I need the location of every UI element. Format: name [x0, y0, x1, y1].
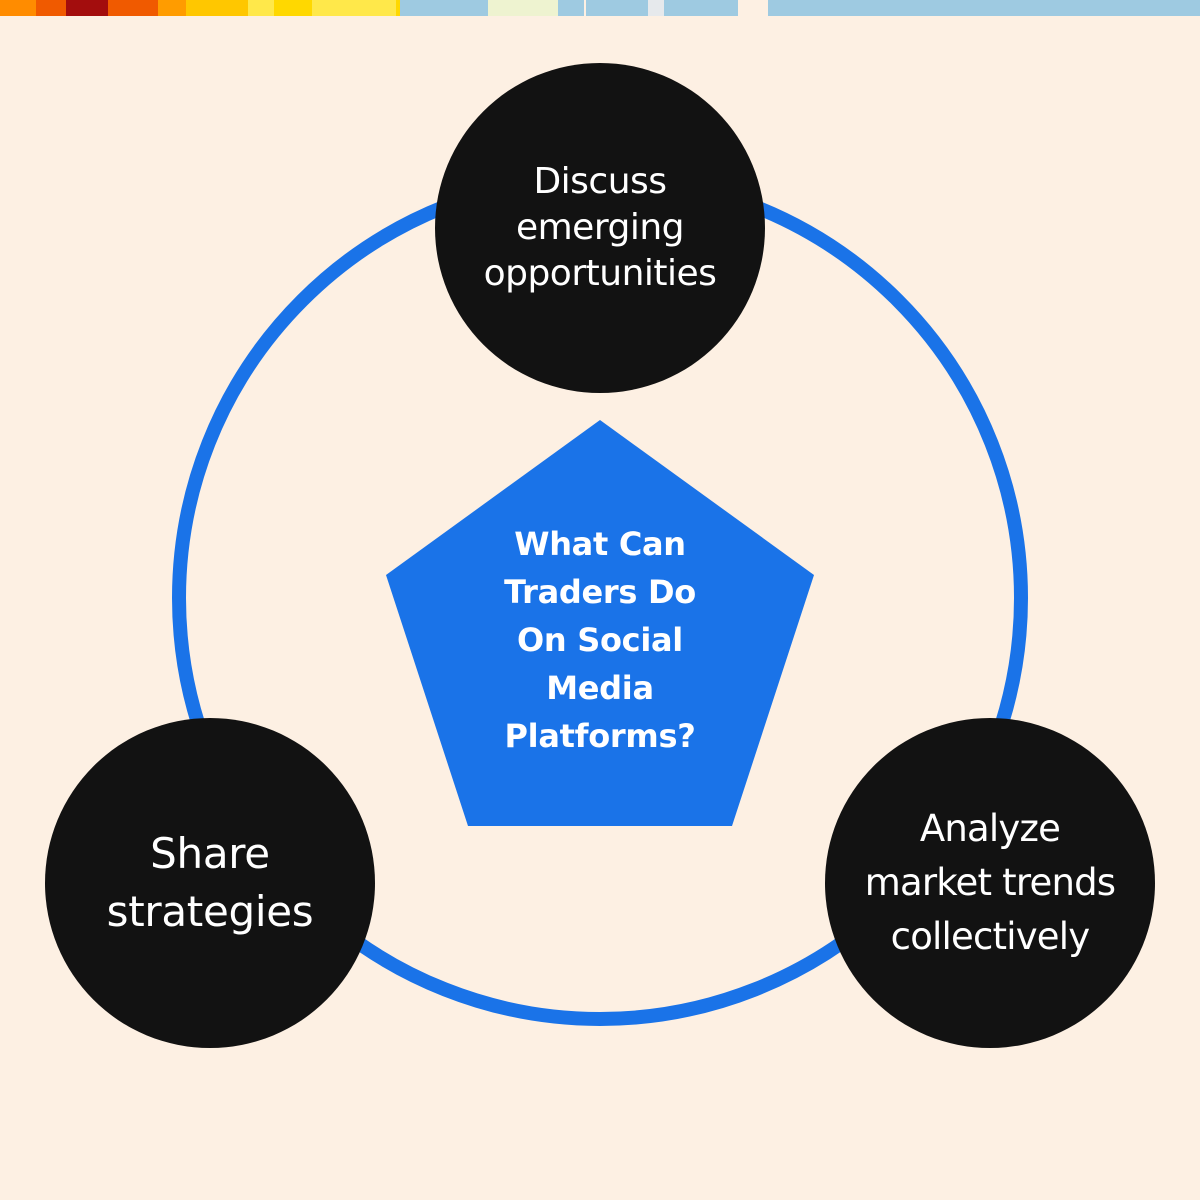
strip-segment — [738, 0, 768, 16]
strip-segment — [248, 0, 274, 16]
strip-segment — [274, 0, 312, 16]
node-analyze-trends: Analyze market trends collectively — [825, 718, 1155, 1048]
node-share-strategies: Share strategies — [45, 718, 375, 1048]
node-discuss-opportunities: Discuss emerging opportunities — [435, 63, 765, 393]
node-label-top: Discuss emerging opportunities — [483, 161, 717, 294]
strip-segment — [158, 0, 186, 16]
node-label-left: Share strategies — [106, 829, 314, 936]
center-question: What Can Traders Do On Social Media Plat… — [504, 525, 696, 755]
decorative-color-strip — [0, 0, 1200, 16]
strip-segment — [312, 0, 396, 16]
strip-segment — [558, 0, 584, 16]
strip-segment — [396, 0, 400, 16]
strip-segment — [186, 0, 248, 16]
strip-segment — [664, 0, 738, 16]
node-label-right: Analyze market trends collectively — [864, 807, 1116, 958]
strip-segment — [0, 0, 36, 16]
strip-segment — [36, 0, 66, 16]
strip-segment — [488, 0, 558, 16]
strip-segment — [648, 0, 664, 16]
strip-segment — [768, 0, 1200, 16]
strip-segment — [108, 0, 158, 16]
strip-segment — [66, 0, 108, 16]
strip-segment — [584, 0, 586, 16]
strip-segment — [586, 0, 648, 16]
center-pentagon — [386, 420, 814, 826]
strip-segment — [400, 0, 488, 16]
